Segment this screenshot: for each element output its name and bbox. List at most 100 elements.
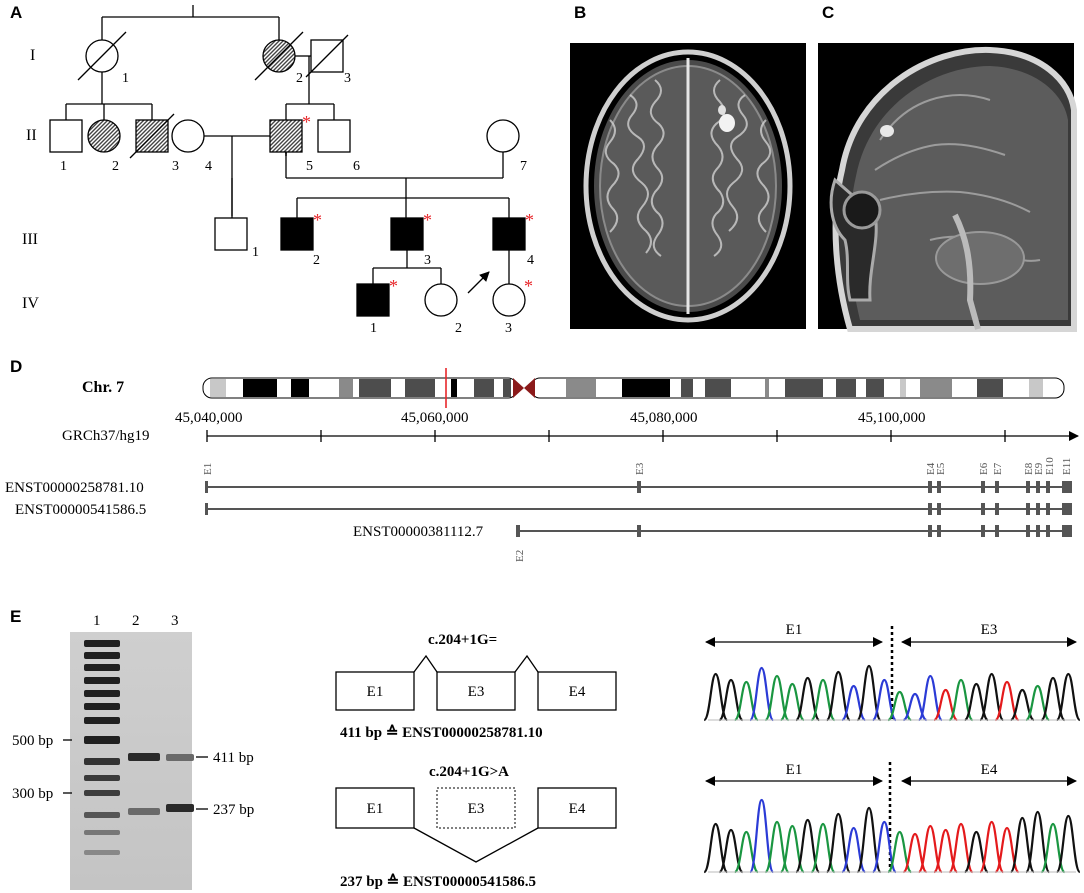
individual-number: 2 [112, 159, 119, 174]
generation-label: III [22, 231, 38, 248]
individual-III1 [214, 217, 248, 251]
generation-label: I [30, 47, 35, 64]
exon-label: E1 [202, 463, 214, 475]
segment-label: E3 [981, 622, 998, 638]
exon-label: E6 [978, 462, 990, 475]
lane-label: 1 [93, 613, 101, 629]
mri-axial-image [570, 43, 806, 329]
band-size-label: 411 bp [213, 750, 254, 766]
individual-number: 1 [370, 321, 377, 336]
transcript-label: ENST00000541586.5 [15, 502, 146, 518]
individual-IV3 [492, 283, 526, 317]
splicing-diagram-mutant: c.204+1G>A E1 E3 E4 237 bp ≙ ENST0000054… [335, 764, 617, 890]
panel-label-d: D [10, 357, 22, 376]
individual-number: 3 [424, 253, 431, 268]
individual-II4 [171, 119, 205, 153]
individual-number: 1 [122, 71, 129, 86]
segment-label: E1 [786, 622, 803, 638]
exon-label: E4 [925, 462, 937, 475]
exon-box-label: E3 [468, 684, 485, 700]
exon-box-label: E4 [569, 684, 586, 700]
panel-label-e: E [10, 607, 21, 626]
generation-label: II [26, 127, 37, 144]
individual-II2 [87, 119, 121, 153]
individual-number: 1 [252, 245, 259, 260]
axis-tick-label: 45,080,000 [630, 410, 698, 426]
asterisk: * [313, 210, 322, 230]
marker-label: 300 bp [12, 786, 53, 802]
asterisk: * [302, 112, 311, 132]
individual-number: 2 [313, 253, 320, 268]
individual-III3 [390, 217, 424, 251]
asterisk: * [525, 210, 534, 230]
axis-tick-label: 45,040,000 [175, 410, 243, 426]
individual-II1 [49, 119, 83, 153]
splicing-diagram-normal: c.204+1G= E1 E3 E4 411 bp ≙ ENST00000258… [335, 632, 617, 741]
asterisk: * [524, 276, 533, 296]
exon-label: E8 [1023, 462, 1035, 475]
genomic-axis: GRCh37/hg19 45,040,000 45,060,000 45,080… [62, 410, 1079, 444]
individual-number: 5 [306, 159, 313, 174]
asterisk: * [423, 210, 432, 230]
individual-number: 3 [505, 321, 512, 336]
individual-IV2 [424, 283, 458, 317]
chromosome-ideogram: Chr. 7 [82, 368, 1065, 408]
exon-box-label: E1 [367, 801, 384, 817]
panel-label-a: A [10, 3, 22, 22]
panel-label-b: B [574, 3, 586, 22]
trace-peak [917, 674, 943, 722]
pedigree: I II III IV 1 2 3 [22, 5, 534, 336]
transcript-label: ENST00000381112.7 [353, 524, 484, 540]
individual-number: 6 [353, 159, 360, 174]
product-label: 237 bp ≙ ENST00000541586.5 [340, 873, 536, 890]
chromatogram-bottom: E1 E4 [703, 762, 1081, 874]
individual-number: 7 [520, 159, 527, 174]
lane-label: 3 [171, 613, 179, 629]
individual-number: 2 [455, 321, 462, 336]
generation-label: IV [22, 295, 39, 312]
transcript-label: ENST00000258781.10 [5, 480, 144, 496]
variant-label: c.204+1G= [428, 632, 497, 648]
trace-peak [1055, 672, 1081, 722]
segment-label: E4 [981, 762, 998, 778]
panel-label-c: C [822, 3, 834, 22]
exon-box-label: E1 [367, 684, 384, 700]
chromosome-label: Chr. 7 [82, 379, 124, 396]
individual-IV1 [356, 283, 390, 317]
individual-number: 1 [60, 159, 67, 174]
axis-tick-label: 45,100,000 [858, 410, 926, 426]
variant-label: c.204+1G>A [429, 764, 509, 780]
segment-label: E1 [786, 762, 803, 778]
individual-number: 4 [527, 253, 534, 268]
individual-II7 [486, 119, 520, 153]
individual-III4 [492, 217, 526, 251]
exon-box-label: E4 [569, 801, 586, 817]
chromatogram-top: E1 E3 [703, 622, 1081, 722]
gel-electrophoresis: 1 2 3 500 bp 300 bp [12, 613, 254, 890]
axis-tick-label: 45,060,000 [401, 410, 469, 426]
exon-label: E11 [1061, 458, 1073, 475]
assembly-label: GRCh37/hg19 [62, 428, 150, 444]
exon-label: E9 [1033, 462, 1045, 475]
exon-label: E5 [935, 462, 947, 475]
asterisk: * [389, 276, 398, 296]
proband-arrow [467, 271, 490, 294]
lane-label: 2 [132, 613, 140, 629]
individual-number: 3 [344, 71, 351, 86]
exon-box-label: E3 [468, 801, 485, 817]
mri-sagittal-image [818, 43, 1077, 332]
trace-peak [1055, 814, 1081, 874]
band-size-label: 237 bp [213, 802, 254, 818]
individual-number: 3 [172, 159, 179, 174]
exon-label: E2 [514, 550, 526, 562]
individual-II6 [317, 119, 351, 153]
marker-label: 500 bp [12, 733, 53, 749]
individual-number: 2 [296, 71, 303, 86]
individual-III2 [280, 217, 314, 251]
trace-peak [749, 798, 775, 874]
individual-number: 4 [205, 159, 212, 174]
exon-label: E7 [992, 462, 1004, 475]
exon-label: E10 [1044, 457, 1056, 475]
product-label: 411 bp ≙ ENST00000258781.10 [340, 724, 543, 741]
